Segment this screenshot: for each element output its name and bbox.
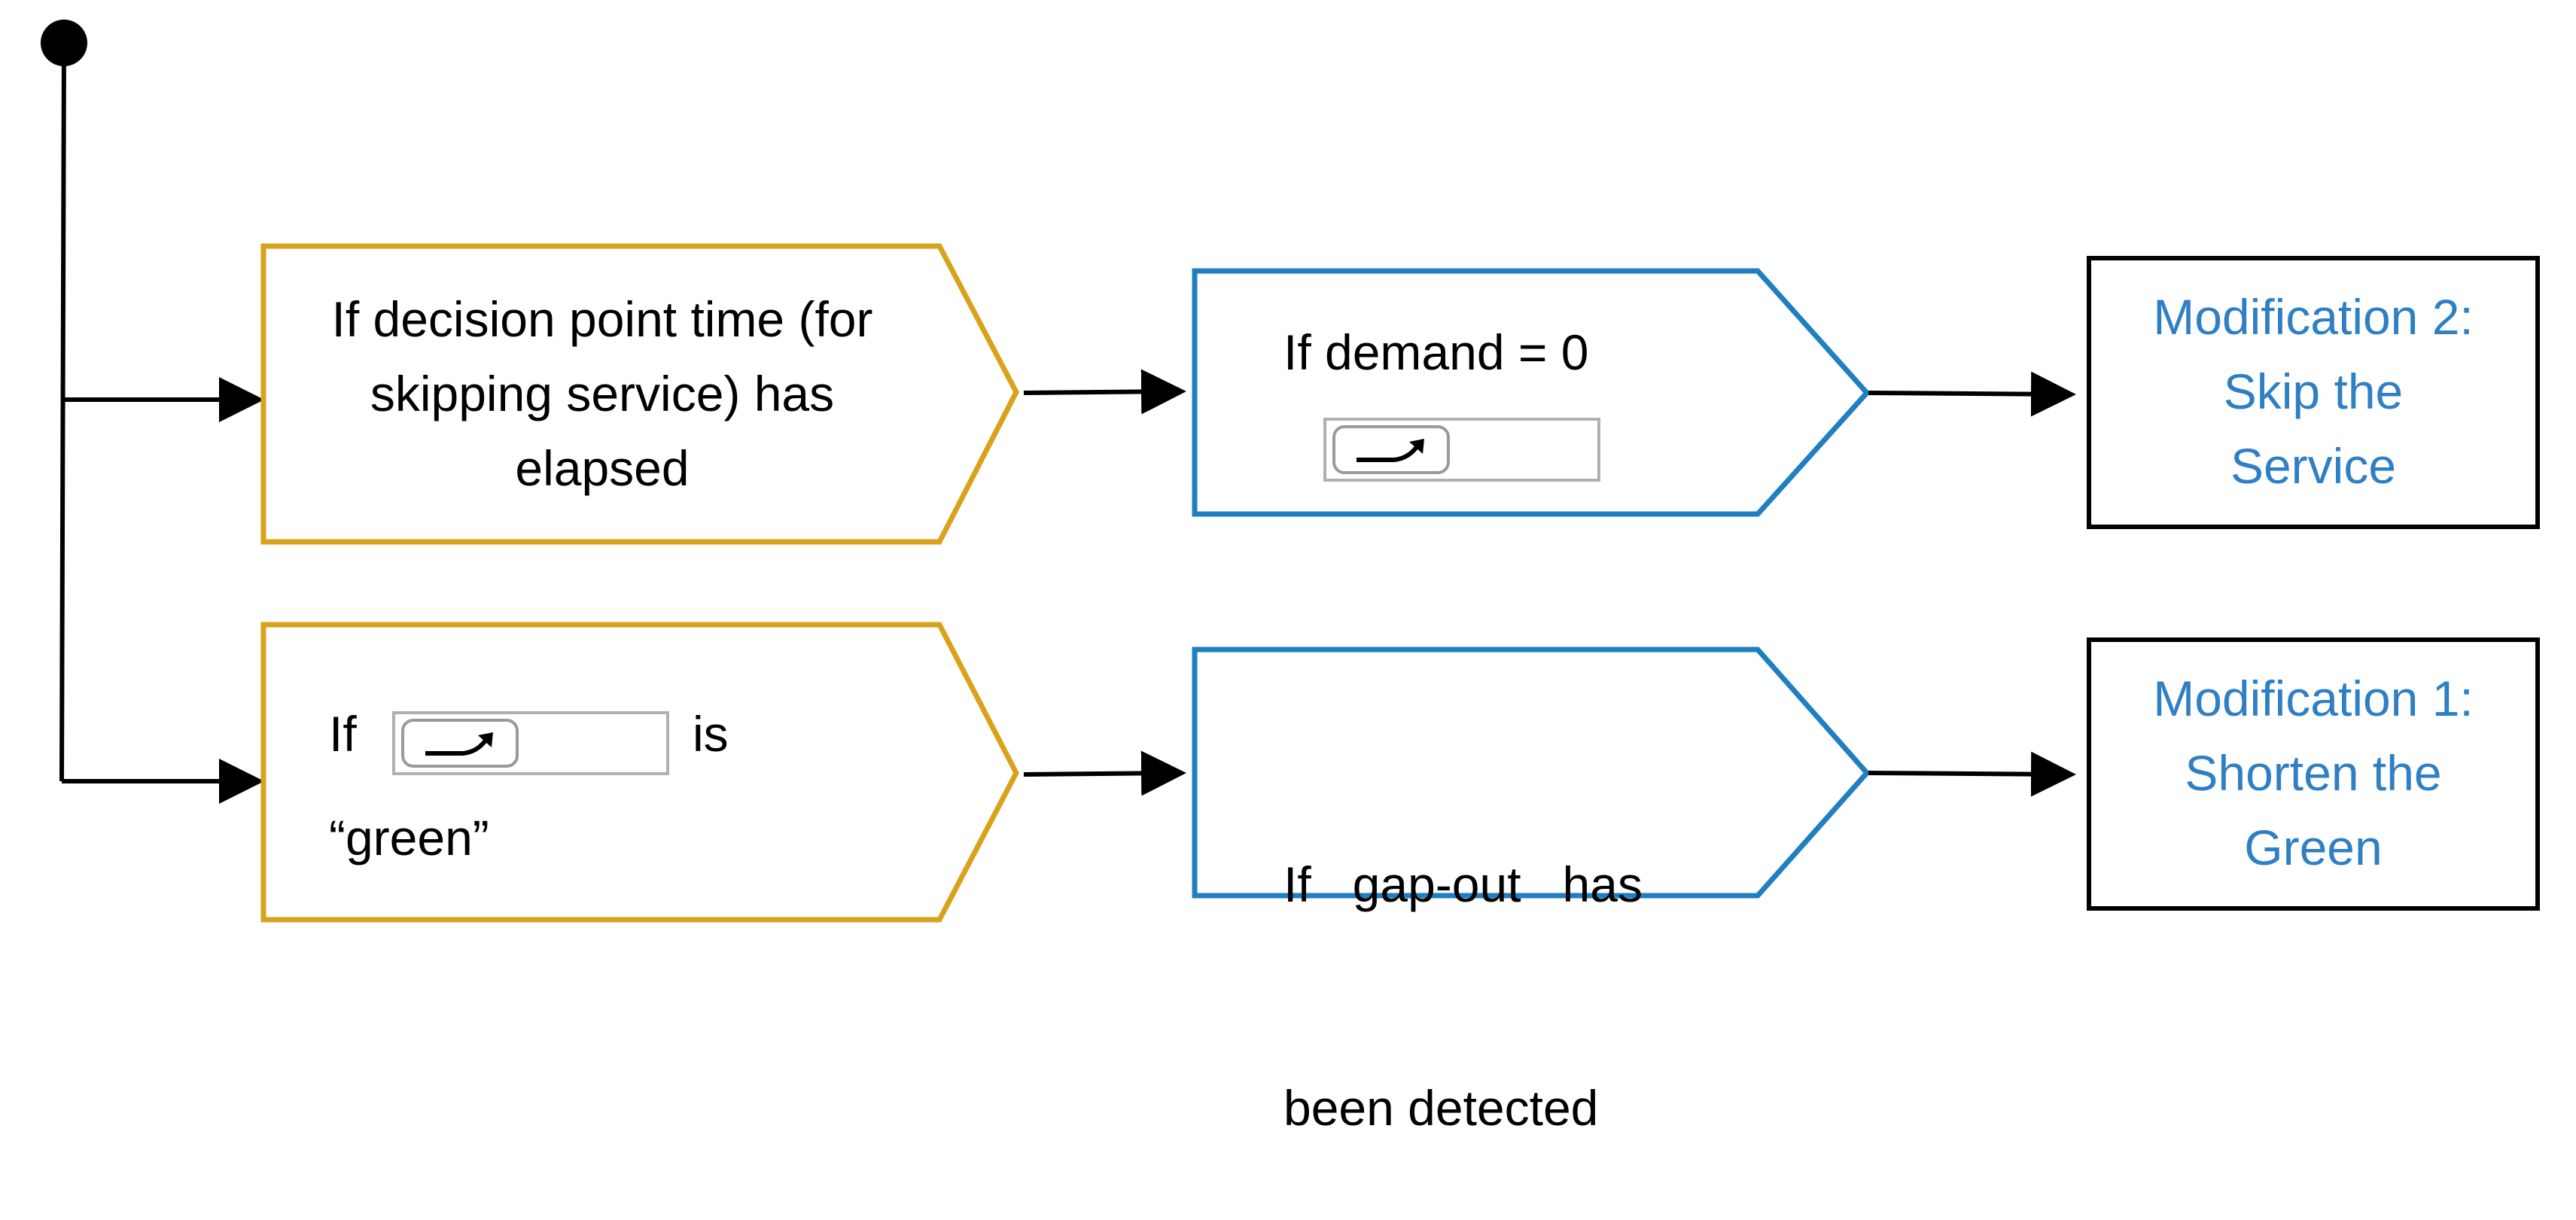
condition-line-2: skipping service) has: [370, 366, 835, 421]
check-line-1: If gap-out has: [1283, 856, 1643, 912]
modification-text-row2: Modification 1: Shorten the Green: [2093, 662, 2534, 885]
modification-line-1: Modification 2:: [2153, 289, 2474, 345]
condition-if-label: If: [329, 706, 357, 762]
condition-is-label: is: [693, 706, 729, 762]
arrow-check-modification-row2: [1868, 751, 2076, 797]
modification-box-row2: [2087, 637, 2540, 911]
trunk-line: [59, 42, 66, 782]
modification-line-3: Service: [2230, 438, 2397, 494]
arrow-check-modification-row1: [1868, 371, 2076, 417]
condition-line-1: If decision point time (for: [331, 291, 873, 347]
modification-text-row1: Modification 2: Skip the Service: [2093, 280, 2534, 504]
arrow-condition-check-row1: [1023, 369, 1186, 415]
check-box-row2: [1192, 647, 1871, 899]
check-text-row1: If demand = 0: [1283, 324, 1589, 380]
signal-phase-widget-row2: [392, 711, 669, 775]
signal-phase-icon: [1332, 425, 1450, 474]
condition-text-row1: If decision point time (for skipping ser…: [279, 282, 926, 506]
signal-phase-icon: [401, 719, 519, 768]
check-line-2: been detected: [1283, 1080, 1599, 1136]
modification-line-1: Modification 1:: [2153, 671, 2474, 726]
arrow-condition-check-row2: [1023, 750, 1186, 796]
flowchart: [41, 20, 2540, 923]
modification-line-2: Skip the: [2223, 364, 2404, 419]
condition-line-3: elapsed: [515, 440, 690, 496]
modification-box-row1: [2087, 256, 2540, 529]
modification-line-2: Shorten the: [2185, 745, 2442, 801]
condition-box-row1: [260, 243, 1019, 545]
check-text-row2: If gap-out has been detected: [1283, 698, 1643, 1220]
condition-green-label: “green”: [329, 810, 489, 866]
modification-line-3: Green: [2244, 820, 2383, 875]
signal-phase-widget-row1: [1323, 418, 1600, 482]
